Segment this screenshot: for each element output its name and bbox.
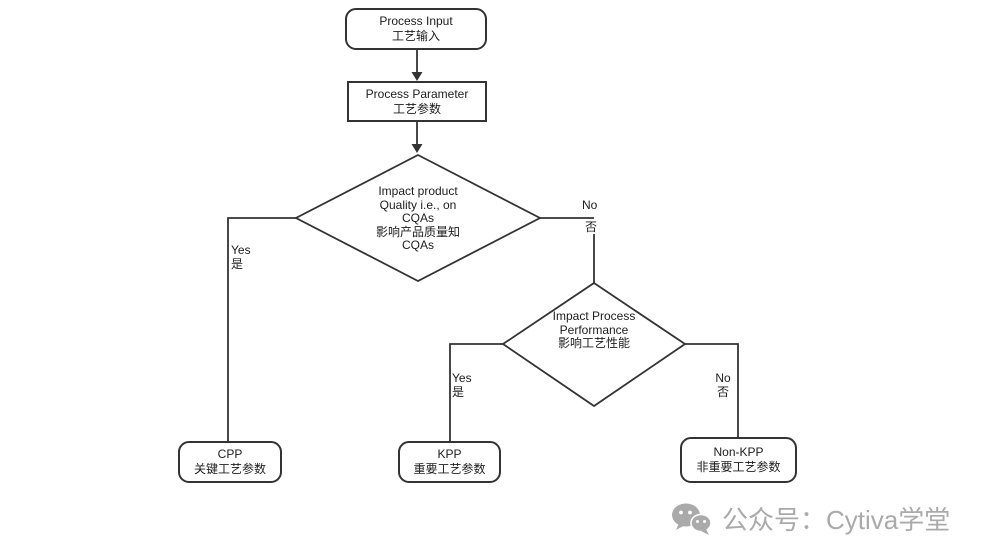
node-kpp: KPP 重要工艺参数 [398, 441, 501, 483]
kpp-label-zh: 重要工艺参数 [413, 462, 486, 476]
cpp-label-zh: 关键工艺参数 [193, 462, 266, 476]
edge-label-no2-en: No [715, 371, 731, 385]
cpp-label-en: CPP [217, 447, 243, 461]
arrowhead-down-icon [411, 72, 423, 81]
non-kpp-label-en: Non-KPP [713, 445, 764, 459]
process-parameter-label-en: Process Parameter [365, 86, 469, 101]
decision-quality-line: 影响产品质量知 [375, 224, 460, 239]
decision-performance-line: Performance [559, 322, 629, 337]
arrowhead-down-icon [411, 144, 423, 153]
edge-label-yes1: Yes 是 [231, 243, 251, 271]
watermark: 公众号：Cytiva学堂 [670, 500, 950, 537]
decision-quality-diamond [294, 153, 542, 283]
decision-quality-line: CQAs [401, 238, 434, 252]
edge-yes-to-cpp [227, 217, 296, 441]
edge-label-no1-en: No [582, 198, 598, 212]
edge-label-no2: No 否 [710, 371, 736, 399]
kpp-label-en: KPP [437, 447, 462, 461]
node-process-input: Process Input 工艺输入 [345, 8, 487, 50]
decision-performance-diamond [501, 281, 687, 408]
decision-quality-line: CQAs [401, 211, 434, 225]
edge-no-to-nonkpp [685, 343, 739, 437]
node-non-kpp: Non-KPP 非重要工艺参数 [680, 437, 797, 483]
node-cpp: CPP 关键工艺参数 [178, 441, 282, 483]
edge-label-yes1-en: Yes [231, 243, 251, 257]
watermark-text: 公众号：Cytiva学堂 [722, 505, 951, 535]
process-parameter-label-zh: 工艺参数 [392, 101, 441, 116]
decision-performance-line: 影响工艺性能 [557, 336, 630, 350]
edge-label-yes1-zh: 是 [231, 257, 244, 271]
non-kpp-label-zh: 非重要工艺参数 [696, 460, 781, 474]
edge-label-no1-zh: 否 [585, 220, 598, 234]
edge-label-yes2: Yes 是 [452, 371, 472, 399]
edge-label-yes2-zh: 是 [452, 385, 465, 399]
edge-label-no2-zh: 否 [716, 385, 729, 399]
decision-quality-text: Impact product Quality i.e., on CQAs 影响产… [338, 184, 498, 253]
decision-performance-text: Impact Process Performance 影响工艺性能 [514, 309, 674, 351]
node-process-parameter: Process Parameter 工艺参数 [347, 81, 487, 122]
process-input-label-zh: 工艺输入 [391, 29, 440, 43]
edge-yes-to-kpp [449, 343, 503, 441]
decision-quality-line: Impact product [378, 184, 458, 198]
decision-performance-line: Impact Process [552, 309, 636, 323]
wechat-icon [672, 503, 712, 535]
process-input-label-en: Process Input [379, 14, 453, 28]
edge-label-yes2-en: Yes [452, 371, 472, 385]
decision-quality-line: Quality i.e., on [379, 197, 457, 212]
